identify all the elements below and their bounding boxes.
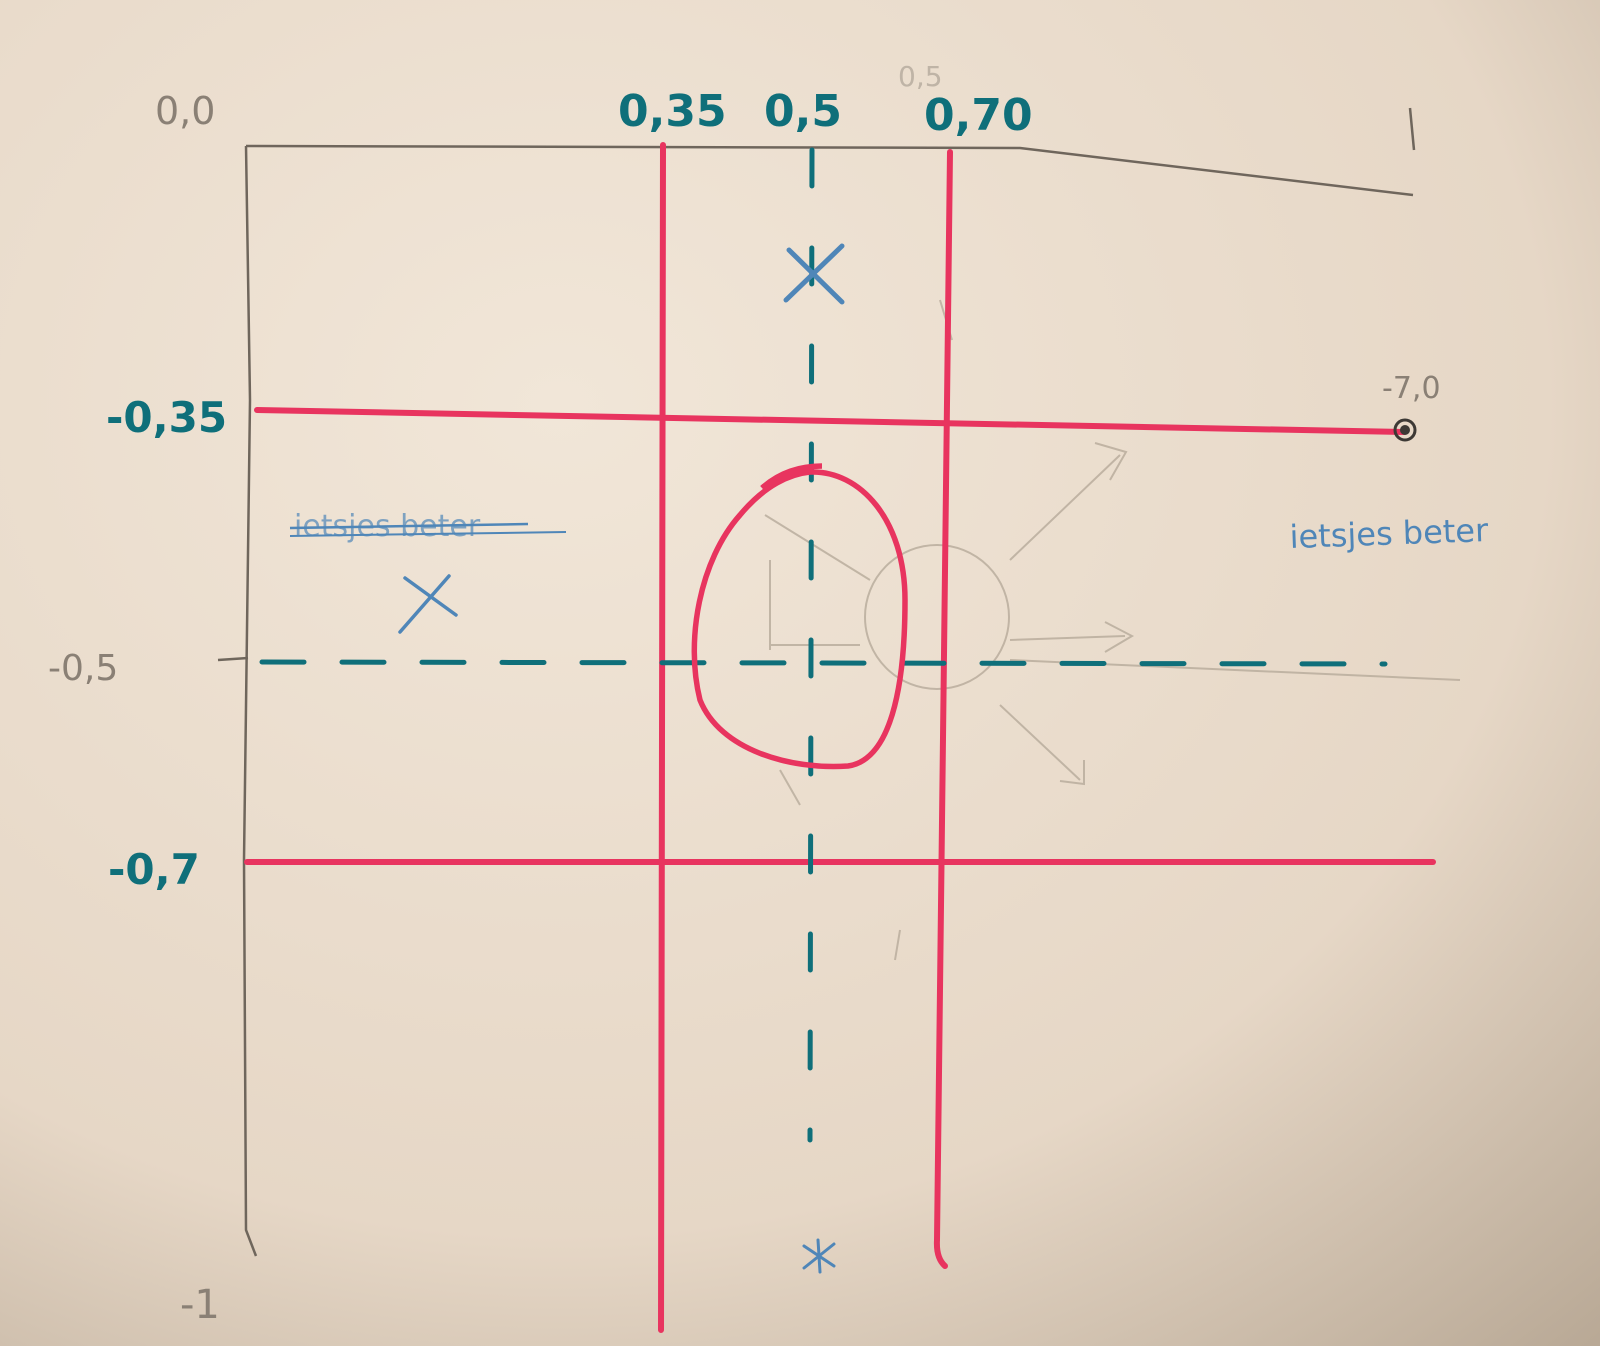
note-left-underline xyxy=(289,531,567,537)
red-horizontal-035 xyxy=(254,407,1407,435)
x-axis-line xyxy=(245,144,1414,197)
teal-horizontal-05 xyxy=(259,659,1388,667)
y-end-label: -1 xyxy=(180,1282,220,1328)
cross-top xyxy=(783,243,845,305)
star-bottom xyxy=(802,1238,836,1274)
dot-corner xyxy=(1393,418,1417,442)
x-label-070: 0,70 xyxy=(924,90,1033,141)
y-label-05: -0,5 xyxy=(48,648,118,689)
y-tick-05 xyxy=(217,656,249,662)
red-marker-lines xyxy=(244,142,1436,1333)
faint-top-label: 0,5 xyxy=(898,60,943,93)
y-label-07: -0,7 xyxy=(108,845,200,894)
x-end-tick xyxy=(1408,107,1416,151)
note-left-strike xyxy=(289,522,529,530)
red-vertical-035 xyxy=(658,142,666,1333)
x-label-05: 0,5 xyxy=(764,86,842,137)
circle-center xyxy=(691,463,908,770)
origin-label: 0,0 xyxy=(155,89,215,133)
note-right: ietsjes beter xyxy=(1289,511,1490,556)
teal-dashed-lines xyxy=(259,147,1388,1143)
x-label-035: 0,35 xyxy=(618,86,727,137)
cross-left xyxy=(398,574,458,634)
y-label-035: -0,35 xyxy=(106,393,227,442)
teal-vertical-05 xyxy=(807,147,815,1143)
y-axis-line xyxy=(242,145,258,1257)
red-vertical-070 xyxy=(933,149,953,1269)
corner-value-label: -7,0 xyxy=(1382,371,1441,406)
